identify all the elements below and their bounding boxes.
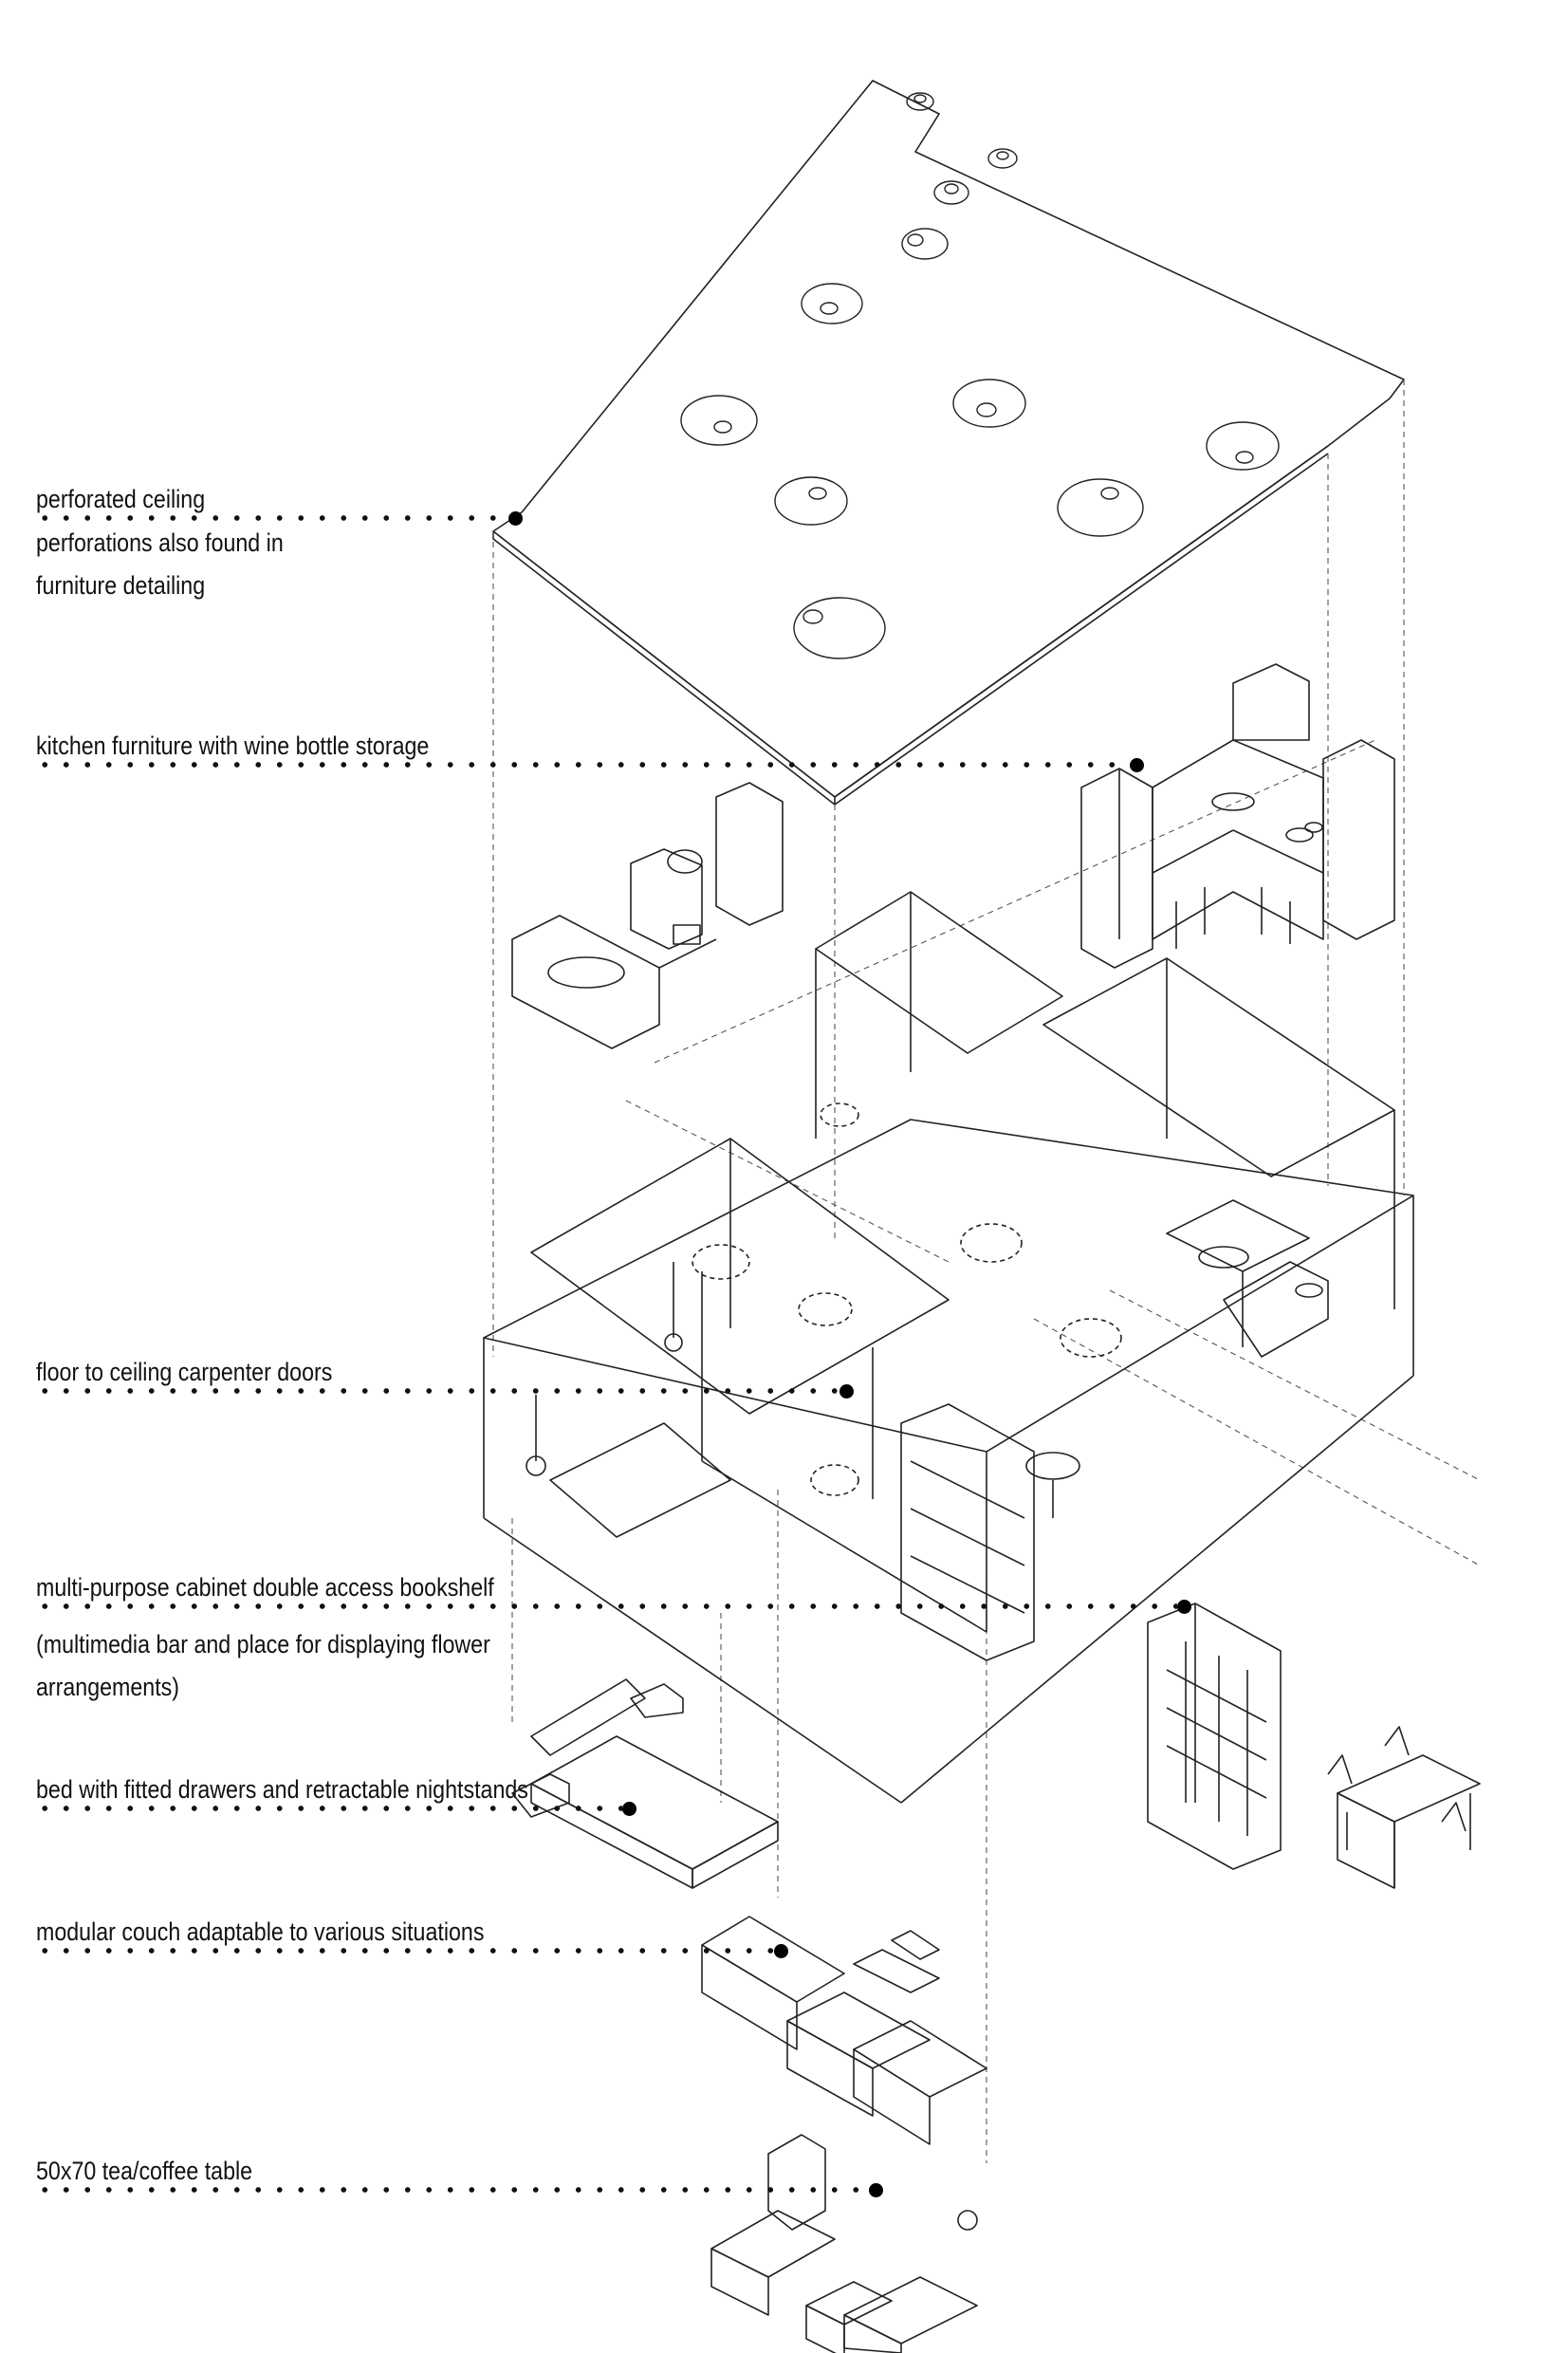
bed-exploded: [511, 1678, 779, 1889]
annotation-line: perforated ceiling: [36, 485, 206, 513]
coffee-table-grouping: [710, 2134, 978, 2353]
annotation-line: modular couch adaptable to various situa…: [36, 1918, 485, 1946]
annotation-line: bed with fitted drawers and retractable …: [36, 1775, 528, 1804]
leader-endpoint: [622, 1802, 636, 1816]
leader-endpoint: [839, 1384, 854, 1399]
leader-endpoint: [1130, 758, 1144, 772]
leader-line: [34, 1948, 774, 1954]
annotation-line: furniture detailing: [36, 571, 206, 600]
leader-endpoint: [869, 2183, 883, 2197]
leader-endpoint: [1177, 1600, 1191, 1614]
kitchen-unit-exploded: [1080, 663, 1395, 969]
annotation-line: multi-purpose cabinet double access book…: [36, 1573, 494, 1602]
bookshelf-exploded: [1147, 1603, 1282, 1870]
dining-set-exploded: [1327, 1726, 1481, 1889]
annotation-line: 50x70 tea/coffee table: [36, 2157, 253, 2185]
leader-line: [34, 762, 1130, 768]
leader-line: [34, 1388, 840, 1394]
perforated-ceiling-plate: [492, 80, 1405, 806]
annotation-line: arrangements): [36, 1673, 180, 1701]
annotation-line: floor to ceiling carpenter doors: [36, 1358, 333, 1386]
leader-line: [34, 1603, 1177, 1609]
modular-couch-exploded: [701, 1916, 987, 2145]
annotation-line: (multimedia bar and place for displaying…: [36, 1630, 490, 1658]
annotation-line: kitchen furniture with wine bottle stora…: [36, 732, 430, 760]
bathroom-unit-exploded: [511, 782, 784, 1049]
annotation-line: perforations also found in: [36, 528, 284, 557]
ceiling-perforations: [680, 92, 1280, 659]
leader-line: [34, 515, 508, 521]
leader-endpoint: [508, 511, 523, 526]
apartment-volume: [483, 891, 1414, 1804]
leader-endpoint: [774, 1944, 788, 1958]
leader-line: [34, 2187, 869, 2193]
leader-line: [34, 1806, 622, 1811]
